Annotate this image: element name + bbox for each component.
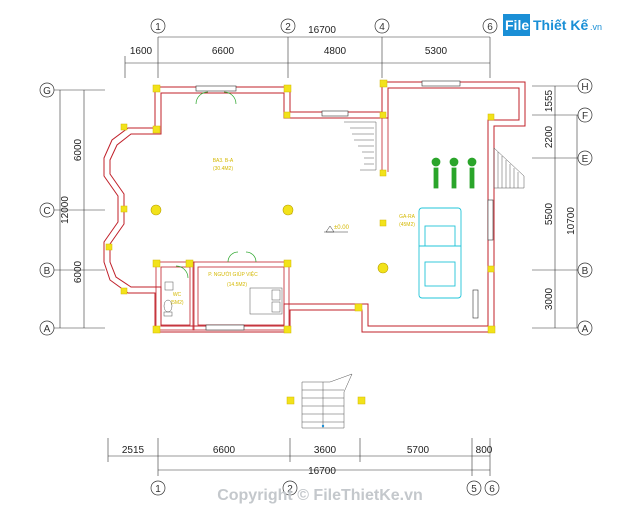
bottom-dim-2: 6600 [213,445,236,456]
interior-walls [155,118,389,331]
bottom-dim-1: 2515 [122,445,145,456]
wc-fixtures [163,281,174,317]
left-axis-markers: G C B A [39,82,55,336]
exterior-walls [103,81,526,333]
right-dim-2: 2200 [544,125,555,148]
wc-area: (5M2) [170,300,183,306]
bottom-axis-2: 2 [287,484,293,495]
left-axis-1: G [43,86,51,97]
top-axis-2: 2 [285,22,291,33]
right-axis-2: F [582,111,588,122]
doors [175,91,257,279]
left-dim-2: 6000 [73,260,84,283]
maid-room-name: P. NGƯỜI GIÚP VIỆC [208,270,258,278]
garage-area: (45M2) [399,222,415,228]
left-axis-2: C [43,206,50,217]
logo-suffix: .vn [590,22,602,32]
right-total-dimension: 10700 [566,207,577,235]
right-dim-1: 1555 [544,89,555,112]
right-dimension-lines [532,85,582,329]
bed-icon [249,287,283,315]
right-dim-4: 3000 [544,287,555,310]
bottom-dim-5: 800 [476,445,493,456]
maid-room-area: (14.5M2) [227,282,247,288]
top-dim-4: 5300 [425,46,448,57]
level-marker: ±0.00 [324,225,350,233]
interior-stair [344,121,377,171]
logo-text: Thiết Kế [533,17,588,33]
windows [195,80,494,331]
living-room-area: (30.4M2) [213,166,233,172]
level-mark-text: ±0.00 [334,225,350,231]
stair-column-right [357,396,366,405]
right-axis-1: H [581,82,588,93]
bottom-dimension-lines [107,438,491,476]
top-axis-markers: 1 2 4 6 [150,18,498,34]
bottom-axis-3: 5 [471,484,477,495]
top-dimension-lines [124,36,491,78]
left-dimension-lines [53,89,105,329]
bottom-axis-markers: 1 2 5 6 [150,480,500,496]
columns [105,79,496,334]
right-axis-5: A [582,324,589,335]
right-dim-3: 5500 [544,202,555,225]
right-external-stair [493,147,525,189]
top-dim-2: 6600 [212,46,235,57]
top-axis-3: 4 [379,22,385,33]
left-total-dimension: 12000 [60,196,71,224]
bottom-dim-3: 3600 [314,445,337,456]
bottom-axis-4: 6 [489,484,495,495]
car-icon [418,207,462,299]
ceiling-lights [150,204,389,274]
logo-box [503,14,530,36]
left-dim-1: 6000 [73,138,84,161]
right-axis-3: E [582,154,589,165]
copyright-watermark: Copyright © FileThietKe.vn [217,487,423,504]
stair-column-left [286,396,295,405]
right-axis-markers: H F E B A [577,78,593,336]
right-axis-4: B [582,266,589,277]
bottom-axis-1: 1 [155,484,161,495]
bottom-dim-4: 5700 [407,445,430,456]
top-axis-4: 6 [487,22,493,33]
plant-icons [431,157,477,189]
left-axis-3: B [44,266,51,277]
left-axis-4: A [44,324,51,335]
bottom-total-dimension: 16700 [308,466,336,477]
wc-name: WC [173,292,182,298]
top-axis-1: 1 [155,22,161,33]
top-dim-3: 4800 [324,46,347,57]
top-total-dimension: 16700 [308,25,336,36]
site-logo: File Thiết Kế .vn [503,14,602,36]
living-room-name: BA3. B-A [213,158,234,164]
top-dim-1: 1600 [130,46,153,57]
entrance-stair [301,373,353,429]
garage-name: GA-RA [399,214,416,220]
logo-box-text: File [505,17,529,33]
